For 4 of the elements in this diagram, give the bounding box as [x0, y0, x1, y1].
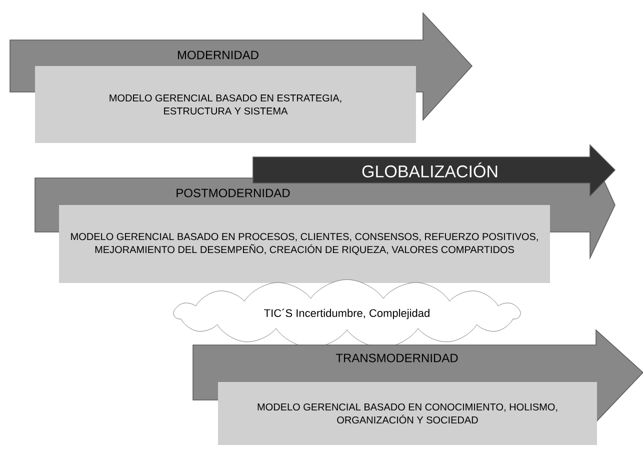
text-box: MODELO GERENCIAL BASADO EN CONOCIMIENTO, HOLISMO, ORGANIZACIÓN Y SOCIEDAD [218, 382, 597, 445]
text-box: MODELO GERENCIAL BASADO EN PROCESOS, CLIENTES, CONSENSOS, REFUERZO POSITIVOS, MEJORAMIENTO DEL DESEMPEÑO, CREACIÓN DE RIQUEZA, VALORES COMPARTIDOS [59, 204, 550, 283]
cloud: TIC´S Incertidumbre, Complejidad [173, 279, 521, 348]
text-box: MODELO GERENCIAL BASADO EN ESTRATEGIA, ESTRUCTURA Y SISTEMA [35, 66, 416, 143]
